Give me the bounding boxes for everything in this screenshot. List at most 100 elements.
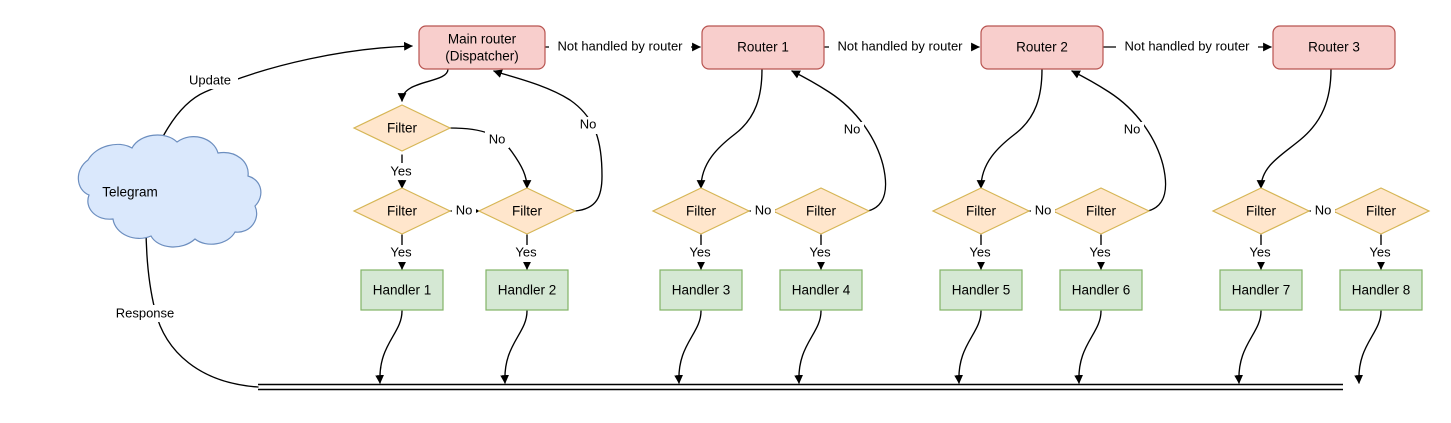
- filter-7-shape: [1051, 187, 1151, 235]
- filter-7-label: Filter: [1086, 204, 1117, 219]
- no-1-bg: [485, 131, 509, 148]
- edge-handler2-to-bus: [500, 310, 528, 384]
- filter-9[interactable]: Filter: [1331, 187, 1431, 235]
- router-1[interactable]: Router 1: [701, 25, 825, 70]
- no-7-bg: [1120, 122, 1144, 139]
- handler-2[interactable]: Handler 2: [485, 269, 569, 311]
- filter-4[interactable]: Filter: [651, 187, 751, 235]
- router-1-label: Router 1: [737, 40, 789, 55]
- edge-handler8-to-bus: [1354, 310, 1382, 384]
- not-handled-by-router-1: Not handled by router: [557, 38, 683, 53]
- filter-9-shape: [1331, 187, 1431, 235]
- handler-6[interactable]: Handler 6: [1059, 269, 1143, 311]
- filter-1[interactable]: Filter: [352, 104, 452, 152]
- yes-1-bg: [385, 163, 417, 180]
- router-2-label: Router 2: [1016, 40, 1068, 55]
- filter-5[interactable]: Filter: [771, 187, 871, 235]
- filter-5-label: Filter: [806, 204, 837, 219]
- main-router[interactable]: Main router (Dispatcher): [418, 25, 546, 70]
- handler-7-box: [1219, 269, 1303, 311]
- handler-4-label: Handler 4: [792, 283, 851, 298]
- yes-label-5: Yes: [809, 244, 831, 259]
- handler-5-box: [939, 269, 1023, 311]
- no-label-4: No: [755, 202, 772, 217]
- router-1-box: [701, 25, 825, 70]
- handler-8-label: Handler 8: [1352, 283, 1411, 298]
- yes-label-4: Yes: [689, 244, 711, 259]
- handler-1-label: Handler 1: [373, 283, 432, 298]
- yes-4-bg: [684, 245, 716, 262]
- handler-8-box: [1339, 269, 1423, 311]
- yes-6-bg: [964, 245, 996, 262]
- filter-3-shape: [477, 187, 577, 235]
- update-label-bg: [182, 72, 238, 89]
- yes-label-3: Yes: [515, 244, 537, 259]
- edge-filter5-no-router1: [791, 70, 887, 212]
- no-3-bg: [576, 117, 600, 134]
- response-label-bg: [106, 305, 185, 322]
- yes-2-bg: [385, 245, 417, 262]
- yes-label-2: Yes: [390, 244, 412, 259]
- handler-7[interactable]: Handler 7: [1219, 269, 1303, 311]
- cloud-shape: [77, 134, 262, 248]
- router-2-box: [980, 25, 1104, 70]
- yes-9-bg: [1364, 245, 1396, 262]
- handler-4[interactable]: Handler 4: [779, 269, 863, 311]
- yes-8-bg: [1244, 245, 1276, 262]
- no-label-5: No: [844, 121, 861, 136]
- no-label-1: No: [489, 131, 506, 146]
- yes-7-bg: [1084, 245, 1116, 262]
- handler-1[interactable]: Handler 1: [360, 269, 444, 311]
- filter-3[interactable]: Filter: [477, 187, 577, 235]
- filter-8[interactable]: Filter: [1211, 187, 1311, 235]
- filter-4-shape: [651, 187, 751, 235]
- yes-5-bg: [804, 245, 836, 262]
- handler-5[interactable]: Handler 5: [939, 269, 1023, 311]
- filter-6[interactable]: Filter: [931, 187, 1031, 235]
- yes-label-1: Yes: [390, 163, 412, 178]
- edge-handler3-to-bus: [674, 310, 702, 384]
- filter-1-shape: [352, 104, 452, 152]
- filter-3-label: Filter: [512, 204, 543, 219]
- edge-router1-to-filter4: [696, 68, 763, 189]
- no-label-3: No: [580, 116, 597, 131]
- handler-5-label: Handler 5: [952, 283, 1011, 298]
- handler-2-label: Handler 2: [498, 283, 557, 298]
- edge-router2-to-filter6: [976, 68, 1043, 189]
- edge-filter1-no-filter3: [449, 127, 532, 189]
- no-label-8: No: [1315, 202, 1332, 217]
- filter-2[interactable]: Filter: [352, 187, 452, 235]
- yes-label-6: Yes: [969, 244, 991, 259]
- filter-8-label: Filter: [1246, 204, 1277, 219]
- handler-7-label: Handler 7: [1232, 283, 1291, 298]
- main-router-box: [418, 25, 546, 70]
- edge-handler1-to-bus: [375, 310, 403, 384]
- edge-handler5-to-bus: [954, 310, 982, 384]
- filter-8-shape: [1211, 187, 1311, 235]
- yes-label-9: Yes: [1369, 244, 1391, 259]
- yes-label-8: Yes: [1249, 244, 1271, 259]
- router-2[interactable]: Router 2: [980, 25, 1104, 70]
- edge-handler6-to-bus: [1074, 310, 1102, 384]
- response-label: Response: [116, 305, 175, 320]
- yes-label-7: Yes: [1089, 244, 1111, 259]
- edge-filter7-no-router2: [1071, 70, 1167, 212]
- handler-3-box: [659, 269, 743, 311]
- not-handled-1-bg: [549, 39, 691, 56]
- filter-7[interactable]: Filter: [1051, 187, 1151, 235]
- update-label: Update: [189, 72, 231, 87]
- telegram-cloud[interactable]: Telegram: [77, 134, 262, 248]
- not-handled-by-router-3: Not handled by router: [1124, 38, 1250, 53]
- router-3-box: [1272, 25, 1396, 70]
- handler-8[interactable]: Handler 8: [1339, 269, 1423, 311]
- handler-3[interactable]: Handler 3: [659, 269, 743, 311]
- no-6-bg: [1031, 203, 1055, 220]
- not-handled-3-bg: [1116, 39, 1258, 56]
- router-3[interactable]: Router 3: [1272, 25, 1396, 70]
- handler-4-box: [779, 269, 863, 311]
- handler-1-box: [360, 269, 444, 311]
- filter-6-label: Filter: [966, 204, 997, 219]
- edge-handler7-to-bus: [1234, 310, 1262, 384]
- no-5-bg: [840, 122, 864, 139]
- edge-router3-to-filter8: [1256, 68, 1332, 189]
